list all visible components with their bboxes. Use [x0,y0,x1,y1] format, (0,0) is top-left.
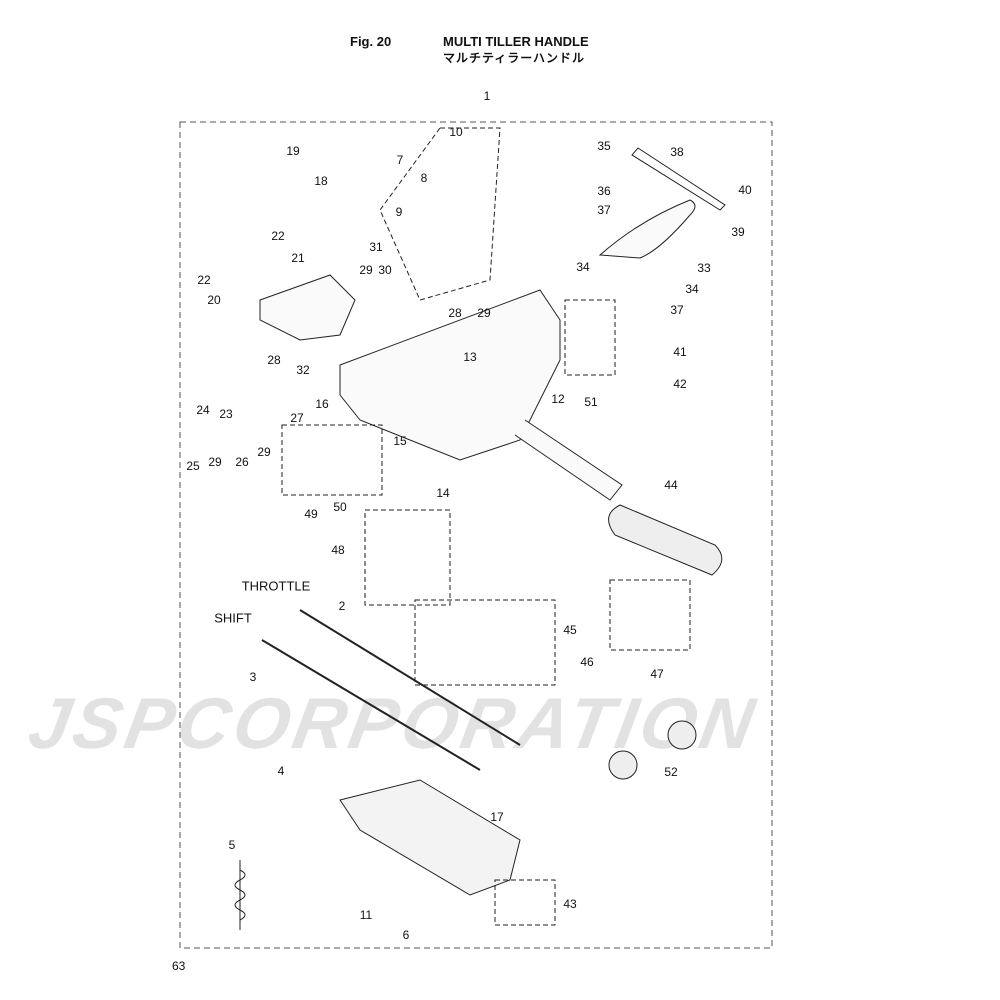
callout: 2 [338,599,346,613]
callout: 16 [315,397,329,411]
throttle-cable [299,609,521,746]
callout: 3 [249,670,257,684]
callout: 10 [449,125,463,139]
callout: 24 [196,403,210,417]
callout: 13 [463,350,477,364]
callout: 39 [731,225,745,239]
callout: 36 [597,184,611,198]
callout: 9 [395,205,403,219]
callout: 26 [235,455,249,469]
callout: 46 [580,655,594,669]
callout: 34 [576,260,590,274]
callout: 38 [670,145,684,159]
callout: 28 [448,306,462,320]
callout: 44 [664,478,678,492]
callout: 15 [393,434,407,448]
callout: 33 [697,261,711,275]
page-number: 63 [172,959,186,973]
arm-33 [598,199,696,259]
callout: 43 [563,897,577,911]
callout: 31 [369,240,383,254]
lanyard-5 [234,860,246,930]
knob-52a [608,750,638,780]
callout: 18 [314,174,328,188]
knob-52b [667,720,697,750]
callout: 32 [296,363,310,377]
shift-label: SHIFT [214,610,252,626]
bracket-20 [259,274,356,341]
callout: 29 [477,306,491,320]
callout: 21 [291,251,305,265]
callout: 41 [673,345,687,359]
callout: 4 [277,764,285,778]
throttle-label: THROTTLE [241,578,311,594]
assembly-boundary [179,121,773,949]
callout: 11 [359,908,373,922]
callout: 47 [650,667,664,681]
callout: 1 [483,89,491,103]
figure-number: Fig. 20 [350,34,392,49]
callout: 20 [207,293,221,307]
callout: 29 [208,455,222,469]
callout: 17 [490,810,504,824]
callout: 51 [584,395,598,409]
tiller-arm [339,289,561,461]
callout: 30 [378,263,392,277]
callout: 37 [597,203,611,217]
callout: 23 [219,407,233,421]
callout: 29 [257,445,271,459]
figure-title: MULTI TILLER HANDLE [443,34,589,49]
callout: 5 [228,838,236,852]
callout: 42 [673,377,687,391]
callout: 35 [597,139,611,153]
callout: 8 [420,171,428,185]
callout: 29 [359,263,373,277]
callout: 34 [685,282,699,296]
callout: 52 [664,765,678,779]
tiller-shaft [514,419,623,501]
callout: 12 [551,392,565,406]
lower-cover-17 [339,779,521,896]
callout: 22 [197,273,211,287]
callout: 25 [186,459,200,473]
callout: 6 [402,928,410,942]
shift-cable [261,639,481,771]
callout: 45 [563,623,577,637]
plate-38 [631,147,726,211]
callout: 50 [333,500,347,514]
callout: 7 [396,153,404,167]
callout: 49 [304,507,318,521]
callout: 22 [271,229,285,243]
callout: 27 [290,411,304,425]
callout: 48 [331,543,345,557]
figure-title-jp: マルチティラーハンドル [443,51,586,65]
callout: 14 [436,486,450,500]
callout: 19 [286,144,300,158]
grip-44 [608,504,723,576]
callout: 28 [267,353,281,367]
callout: 40 [738,183,752,197]
callout: 37 [670,303,684,317]
